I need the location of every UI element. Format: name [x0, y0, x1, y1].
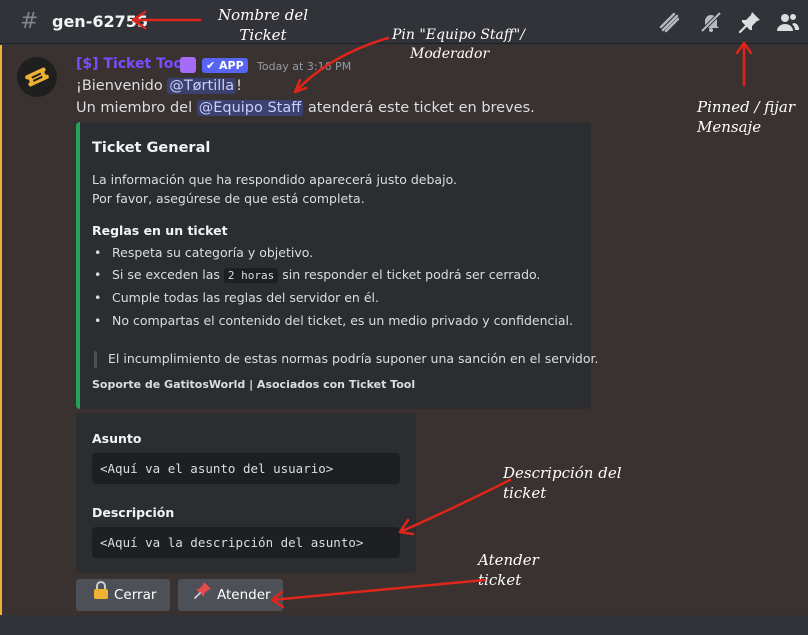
ticket-embed: Ticket General La información que ha res… — [76, 122, 599, 409]
members-icon[interactable] — [776, 10, 800, 34]
annotation-description: Descripción del ticket — [503, 464, 622, 502]
bottom-strip — [0, 615, 808, 635]
quote-bar — [94, 351, 97, 368]
hash-icon: # — [20, 9, 39, 34]
pushpin-icon — [194, 579, 212, 611]
embed-quote: El incumplimiento de estas normas podría… — [108, 351, 599, 366]
ticket-avatar-icon — [24, 67, 50, 87]
rule-item: •Respeta su categoría y objetivo. — [94, 245, 314, 260]
pin-icon[interactable] — [738, 10, 762, 34]
annotation-channel-name: Nombre del Ticket — [217, 6, 309, 44]
subject-label: Asunto — [92, 431, 142, 446]
embed-footer: Soporte de GatitosWorld | Asociados con … — [92, 378, 416, 391]
annotation-staff-pin: Pin "Equipo Staff"/ Moderador — [392, 27, 525, 62]
subject-value: <Aquí va el asunto del usuario> — [92, 453, 400, 484]
channel-name: gen-62755 — [52, 12, 148, 31]
rules-title: Reglas en un ticket — [92, 223, 228, 238]
message-timestamp: Today at 3:16 PM — [257, 60, 352, 73]
rule-item: •No compartas el contenido del ticket, e… — [94, 313, 573, 328]
description-value: <Aquí va la descripción del asunto> — [92, 527, 400, 558]
role-badge-icon — [180, 57, 196, 73]
staff-line: Un miembro del @Equipo Staff atenderá es… — [76, 100, 535, 116]
rule-item: •Cumple todas las reglas del servidor en… — [94, 290, 379, 305]
message-author[interactable]: [$] Ticket Tool — [76, 56, 188, 72]
threads-icon[interactable] — [657, 10, 681, 34]
lock-icon — [93, 579, 109, 611]
mute-bell-icon[interactable] — [699, 10, 723, 34]
bot-avatar[interactable] — [17, 57, 57, 97]
user-mention[interactable]: @Tørtilla — [167, 78, 237, 94]
description-label: Descripción — [92, 505, 175, 520]
rule-item: •Si se exceden las 2 horas sin responder… — [94, 267, 541, 283]
annotation-attend: Atender ticket — [478, 551, 539, 589]
close-ticket-button[interactable]: Cerrar — [76, 579, 170, 611]
welcome-line: ¡Bienvenido @Tørtilla! — [76, 78, 242, 94]
annotation-pinned: Pinned / fijar Mensaje — [697, 98, 796, 136]
embed-description: La información que ha respondido aparece… — [92, 172, 457, 206]
ticket-info-card: Asunto <Aquí va el asunto del usuario> D… — [76, 413, 416, 573]
embed-title: Ticket General — [92, 140, 211, 156]
app-tag: ✔ APP — [202, 58, 248, 73]
attend-ticket-button[interactable]: Atender — [178, 579, 283, 611]
role-mention[interactable]: @Equipo Staff — [196, 100, 304, 116]
